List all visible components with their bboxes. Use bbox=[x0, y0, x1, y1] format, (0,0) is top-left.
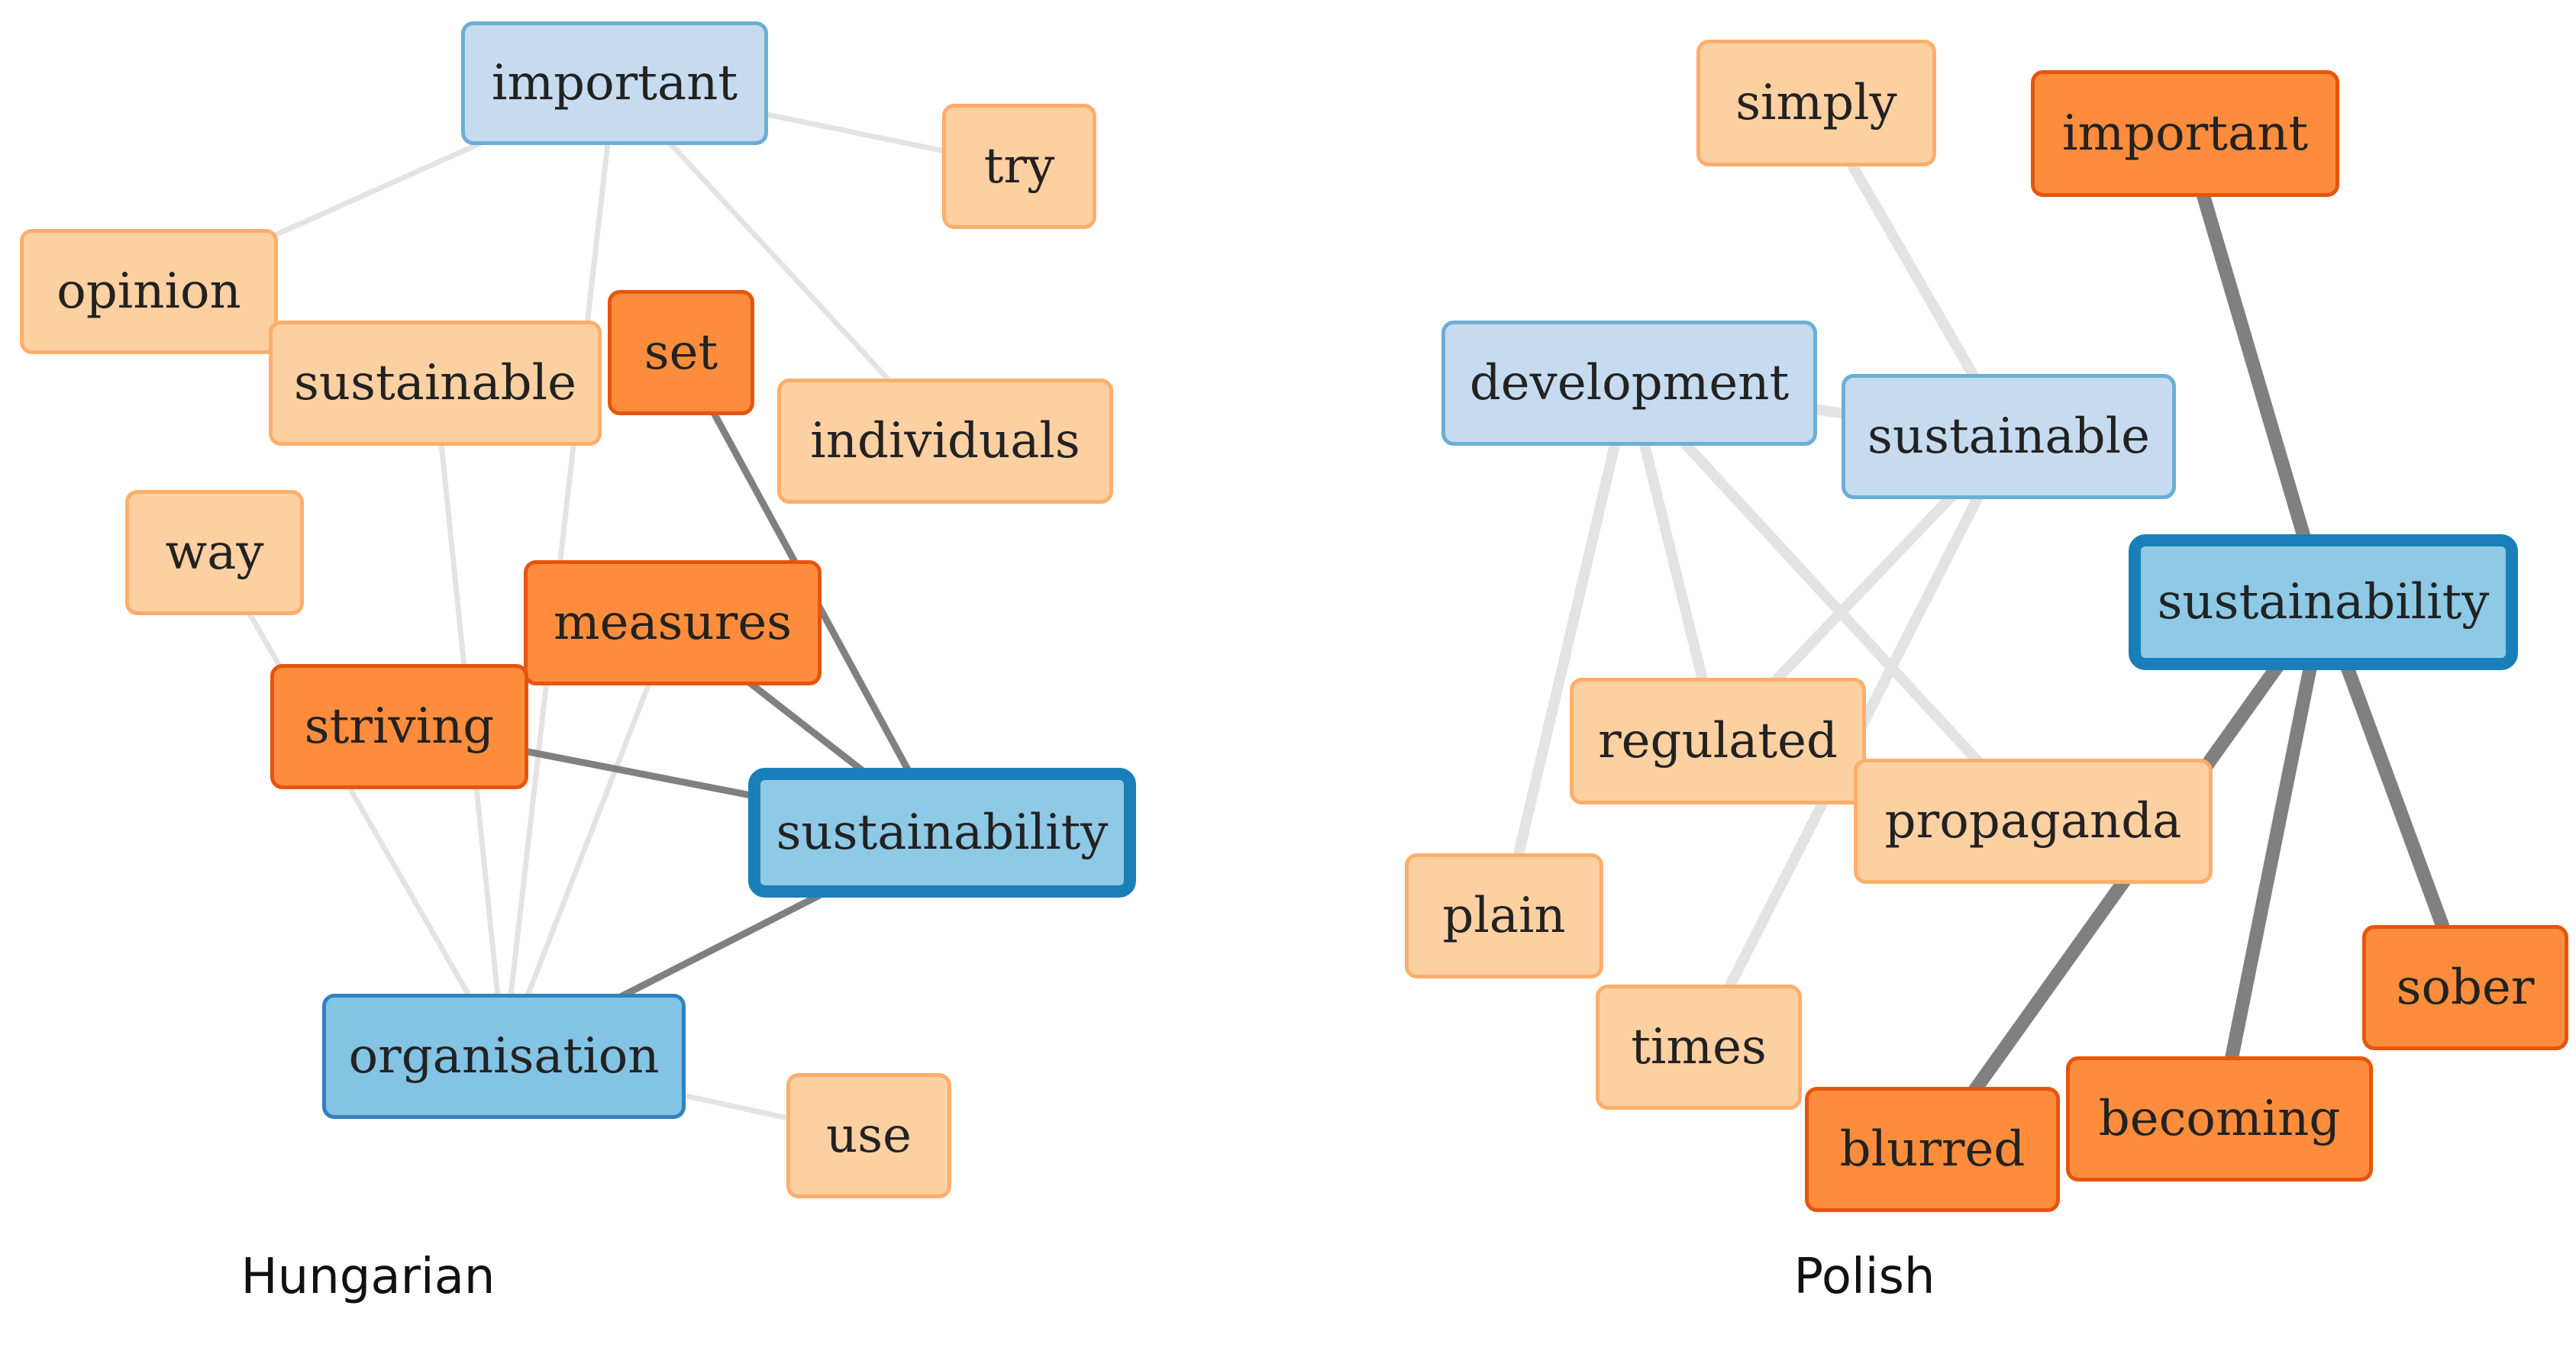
node-becoming: becoming bbox=[2066, 1056, 2373, 1182]
node-development: development bbox=[1441, 321, 1817, 446]
edge-way-organisation bbox=[211, 550, 507, 1059]
node-propaganda: propaganda bbox=[1854, 759, 2213, 884]
node-sustainability: sustainability bbox=[748, 768, 1136, 898]
panel-label-hungarian: Hungarian bbox=[240, 1249, 496, 1305]
edge-measures-organisation bbox=[501, 620, 676, 1059]
node-times: times bbox=[1596, 985, 1802, 1110]
edge-development-propaganda bbox=[1624, 378, 2039, 827]
node-simply: simply bbox=[1696, 40, 1936, 166]
node-use: use bbox=[786, 1073, 951, 1198]
node-regulated: regulated bbox=[1570, 678, 1866, 804]
node-important: important bbox=[461, 21, 768, 145]
node-striving: striving bbox=[270, 664, 528, 789]
node-organisation: organisation bbox=[322, 994, 686, 1119]
node-sober: sober bbox=[2362, 925, 2568, 1050]
node-blurred: blurred bbox=[1805, 1087, 2060, 1212]
panel-label-polish: Polish bbox=[1793, 1249, 1935, 1305]
node-sustainable: sustainable bbox=[1842, 374, 2176, 499]
node-way: way bbox=[125, 490, 304, 615]
node-sustainable: sustainable bbox=[269, 321, 602, 446]
node-set: set bbox=[608, 290, 754, 415]
edge-important-sustainability bbox=[2178, 127, 2330, 609]
node-important: important bbox=[2031, 70, 2339, 197]
edge-sustainability-becoming bbox=[2213, 595, 2330, 1126]
node-individuals: individuals bbox=[777, 379, 1113, 504]
node-measures: measures bbox=[524, 560, 822, 685]
node-try: try bbox=[942, 104, 1096, 229]
node-sustainability: sustainability bbox=[2129, 534, 2518, 670]
node-plain: plain bbox=[1405, 853, 1603, 978]
node-opinion: opinion bbox=[20, 229, 278, 354]
edge-development-plain bbox=[1499, 378, 1635, 921]
